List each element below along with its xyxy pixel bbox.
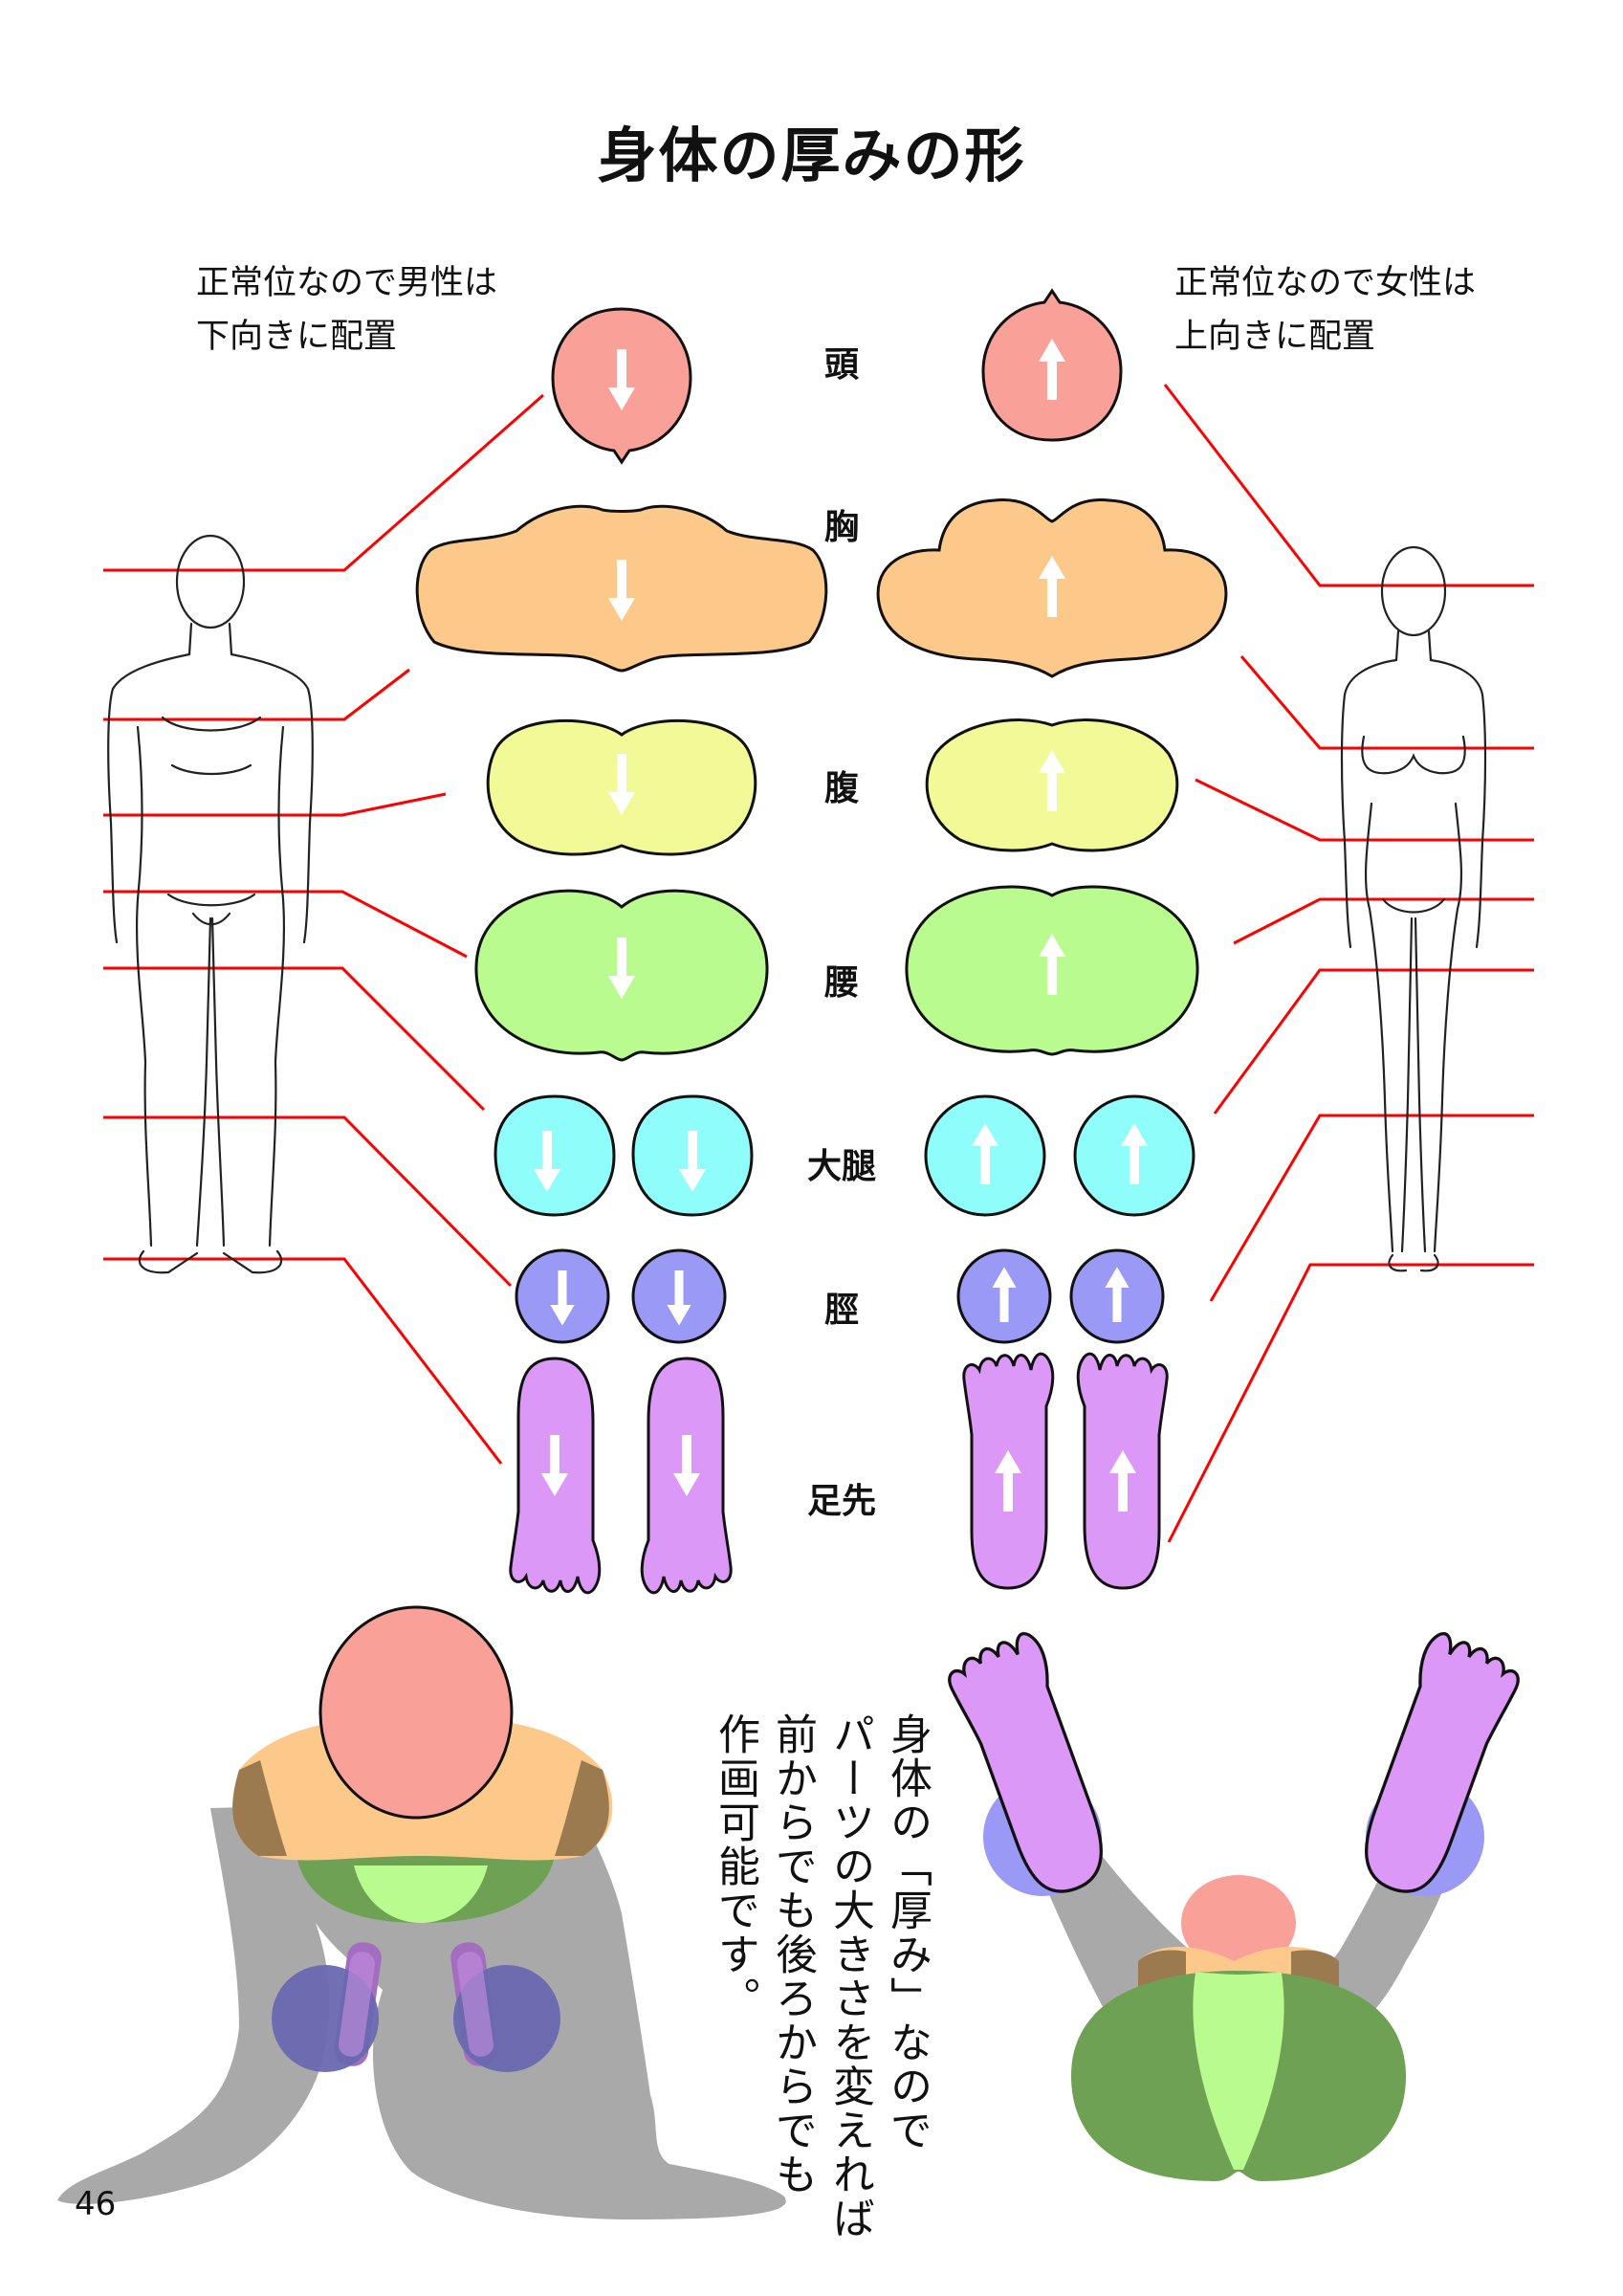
guide-line-belly-right [1195,778,1534,842]
shape-thighs-male [493,1094,754,1217]
part-label-belly: 腹 [823,769,859,808]
guide-line-belly-left [103,792,447,817]
guide-line-chest-left [103,668,410,721]
shape-chest-female [876,498,1228,678]
guide-line-head-left [103,393,544,572]
female-figure [1340,545,1487,1272]
silhouette-male [57,1799,786,2219]
shape-shins-female [956,1248,1165,1344]
male-placement-note: 正常位なので男性は 下向きに配置 [196,256,497,364]
part-label-foot: 足先 [806,1482,876,1521]
part-label-waist: 腰 [823,963,859,1003]
female-placement-note: 正常位なので女性は 上向きに配置 [1174,256,1476,364]
part-label-shin: 脛 [823,1291,859,1330]
shape-feet-female [962,1352,1169,1590]
guide-line-foot-left [103,1257,503,1465]
guide-line-shin-left [103,1115,513,1288]
caption-column-4: 作画可能です。 [711,1712,759,2020]
shape-shins-male [515,1248,727,1344]
guide-line-foot-right [1167,1263,1534,1543]
shape-waist-female [905,885,1199,1056]
shape-feet-male [509,1357,733,1595]
guide-line-chest-right [1239,655,1534,750]
guide-line-head-right [1163,384,1534,587]
caption-column-3: 前からでも後ろからでも [768,1712,817,2197]
composite-male-head [318,1605,514,1820]
guide-line-thigh-left [103,966,486,1112]
male-figure [107,534,314,1274]
composite-female-head [1181,1875,1296,1971]
composite-male [57,1605,786,2219]
guide-line-waist-left [103,890,468,959]
page-title: 身体の厚みの形 [597,121,1026,190]
guide-line-thigh-right [1213,968,1534,1115]
shape-thighs-female [924,1094,1195,1217]
shape-waist-male [474,889,769,1062]
guide-line-shin-right [1209,1114,1534,1302]
guide-lines-right [1163,384,1534,1543]
shape-belly-male [486,718,757,856]
female-note-line-1: 正常位なので女性は [1174,264,1477,302]
male-note-line-1: 正常位なので男性は [196,264,498,302]
part-label-head: 頭 [823,345,859,385]
caption-column-2: パーツの大きさを変えれば [825,1712,874,2241]
female-note-line-2: 上向きに配置 [1174,318,1376,356]
guide-lines-left [103,393,544,1465]
guide-line-waist-right [1233,897,1534,945]
male-note-line-2: 下向きに配置 [196,318,398,356]
shape-head-male [551,307,692,465]
part-label-chest: 胸 [823,508,859,547]
page-number: 46 [75,2185,117,2223]
shape-belly-female [925,718,1179,852]
part-label-thigh: 大腿 [806,1147,876,1186]
shape-chest-male [415,504,828,673]
composite-female [940,1627,1527,2181]
shape-head-female [981,288,1123,442]
caption-column-1: 身体の「厚み」なので [883,1712,932,2152]
